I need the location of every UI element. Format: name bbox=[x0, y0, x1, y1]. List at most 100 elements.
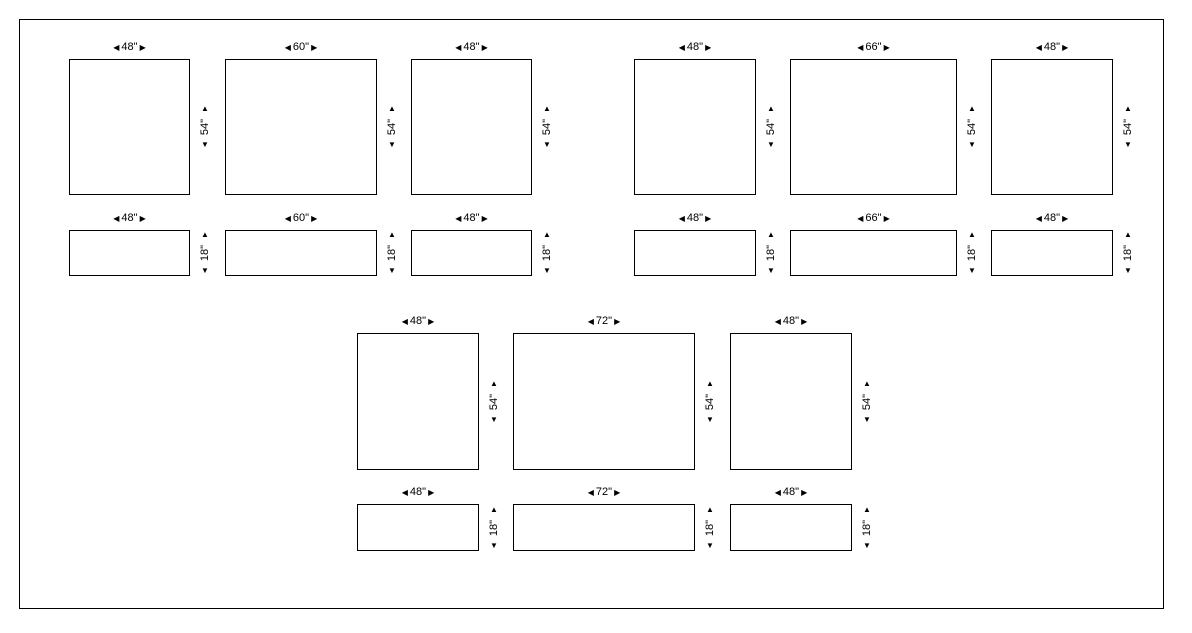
arrow-down-icon: ▼ bbox=[1124, 140, 1132, 149]
width-label: 48" bbox=[782, 315, 800, 327]
arrow-up-icon: ▲ bbox=[968, 230, 976, 239]
arrow-right-icon: ▶ bbox=[481, 214, 488, 223]
height-label: 54" bbox=[541, 118, 553, 136]
width-label: 48" bbox=[409, 315, 427, 327]
height-dimension: ▲54"▼ bbox=[703, 333, 717, 470]
arrow-right-icon: ▶ bbox=[801, 488, 808, 497]
arrow-right-icon: ▶ bbox=[801, 317, 808, 326]
arrow-down-icon: ▼ bbox=[706, 414, 714, 424]
arrow-left-icon: ◀ bbox=[113, 214, 120, 223]
height-label: 18" bbox=[966, 244, 978, 262]
width-dimension: ◀48"▶ bbox=[69, 211, 190, 225]
panel-short bbox=[411, 230, 532, 276]
height-dimension: ▲54"▼ bbox=[860, 333, 874, 470]
arrow-left-icon: ◀ bbox=[401, 317, 408, 326]
width-label: 48" bbox=[782, 486, 800, 498]
panel-short bbox=[730, 504, 852, 551]
arrow-up-icon: ▲ bbox=[543, 230, 551, 239]
height-dimension: ▲54"▼ bbox=[385, 59, 399, 195]
arrow-left-icon: ◀ bbox=[284, 43, 291, 52]
width-dimension: ◀48"▶ bbox=[991, 211, 1113, 225]
width-label: 48" bbox=[463, 212, 480, 224]
height-label: 54" bbox=[199, 118, 211, 136]
arrow-left-icon: ◀ bbox=[401, 488, 408, 497]
arrow-down-icon: ▼ bbox=[968, 140, 976, 149]
panel-short bbox=[357, 504, 479, 551]
width-label: 72" bbox=[595, 315, 613, 327]
width-label: 48" bbox=[1043, 41, 1061, 53]
width-label: 60" bbox=[292, 212, 310, 224]
height-dimension: ▲54"▼ bbox=[487, 333, 501, 470]
arrow-left-icon: ◀ bbox=[587, 317, 594, 326]
panel-short bbox=[991, 230, 1113, 276]
width-label: 72" bbox=[595, 486, 613, 498]
arrow-left-icon: ◀ bbox=[774, 317, 781, 326]
height-dimension: ▲18"▼ bbox=[965, 230, 979, 276]
arrow-right-icon: ▶ bbox=[883, 214, 890, 223]
arrow-right-icon: ▶ bbox=[139, 214, 146, 223]
panel-tall bbox=[991, 59, 1113, 195]
width-dimension: ◀48"▶ bbox=[991, 40, 1113, 54]
height-dimension: ▲18"▼ bbox=[540, 230, 554, 276]
height-dimension: ▲18"▼ bbox=[1121, 230, 1135, 276]
height-dimension: ▲18"▼ bbox=[385, 230, 399, 276]
arrow-up-icon: ▲ bbox=[201, 104, 209, 113]
height-label: 18" bbox=[199, 244, 211, 262]
width-dimension: ◀66"▶ bbox=[790, 211, 957, 225]
arrow-right-icon: ▶ bbox=[883, 43, 890, 52]
arrow-right-icon: ▶ bbox=[614, 317, 621, 326]
arrow-up-icon: ▲ bbox=[767, 230, 775, 239]
height-dimension: ▲54"▼ bbox=[540, 59, 554, 195]
arrow-left-icon: ◀ bbox=[1035, 214, 1042, 223]
height-label: 18" bbox=[861, 519, 873, 536]
arrow-right-icon: ▶ bbox=[1062, 214, 1069, 223]
arrow-right-icon: ▶ bbox=[139, 43, 146, 52]
height-dimension: ▲ 18" ▼ bbox=[860, 504, 874, 551]
arrow-up-icon: ▲ bbox=[490, 504, 498, 514]
panel-short bbox=[225, 230, 377, 276]
height-dimension: ▲54"▼ bbox=[965, 59, 979, 195]
width-dimension: ◀60"▶ bbox=[225, 40, 377, 54]
height-label: 18" bbox=[704, 519, 716, 536]
arrow-up-icon: ▲ bbox=[543, 104, 551, 113]
arrow-left-icon: ◀ bbox=[678, 214, 685, 223]
width-label: 66" bbox=[865, 212, 882, 224]
arrow-down-icon: ▼ bbox=[863, 414, 871, 424]
height-label: 54" bbox=[765, 118, 777, 136]
arrow-right-icon: ▶ bbox=[481, 43, 488, 52]
arrow-left-icon: ◀ bbox=[857, 43, 864, 52]
width-label: 48" bbox=[409, 486, 427, 498]
width-label: 48" bbox=[463, 41, 480, 53]
arrow-up-icon: ▲ bbox=[863, 504, 871, 514]
width-label: 48" bbox=[1043, 212, 1061, 224]
arrow-down-icon: ▼ bbox=[767, 266, 775, 275]
width-dimension: ◀48"▶ bbox=[357, 485, 479, 499]
height-label: 54" bbox=[966, 118, 978, 136]
width-dimension: ◀72"▶ bbox=[513, 314, 695, 328]
arrow-up-icon: ▲ bbox=[767, 104, 775, 113]
arrow-right-icon: ▶ bbox=[705, 43, 712, 52]
height-label: 18" bbox=[765, 244, 777, 262]
panel-tall bbox=[730, 333, 852, 470]
arrow-down-icon: ▼ bbox=[490, 540, 498, 550]
arrow-right-icon: ▶ bbox=[1062, 43, 1069, 52]
width-dimension: ◀48"▶ bbox=[357, 314, 479, 328]
width-dimension: ◀48"▶ bbox=[411, 211, 532, 225]
height-dimension: ▲ 54" ▼ bbox=[198, 59, 212, 195]
panel-short bbox=[513, 504, 695, 551]
height-dimension: ▲18"▼ bbox=[703, 504, 717, 551]
arrow-left-icon: ◀ bbox=[113, 43, 120, 52]
arrow-down-icon: ▼ bbox=[201, 140, 209, 149]
height-dimension: ▲ 18" ▼ bbox=[764, 230, 778, 276]
arrow-up-icon: ▲ bbox=[388, 230, 396, 239]
arrow-down-icon: ▼ bbox=[863, 540, 871, 550]
arrow-left-icon: ◀ bbox=[587, 488, 594, 497]
arrow-up-icon: ▲ bbox=[1124, 104, 1132, 113]
width-dimension: ◀48"▶ bbox=[730, 314, 852, 328]
panel-short bbox=[790, 230, 957, 276]
width-label: 48" bbox=[121, 212, 138, 224]
arrow-up-icon: ▲ bbox=[490, 378, 498, 388]
width-dimension: ◀66"▶ bbox=[790, 40, 957, 54]
panel-short bbox=[634, 230, 756, 276]
arrow-right-icon: ▶ bbox=[311, 43, 318, 52]
